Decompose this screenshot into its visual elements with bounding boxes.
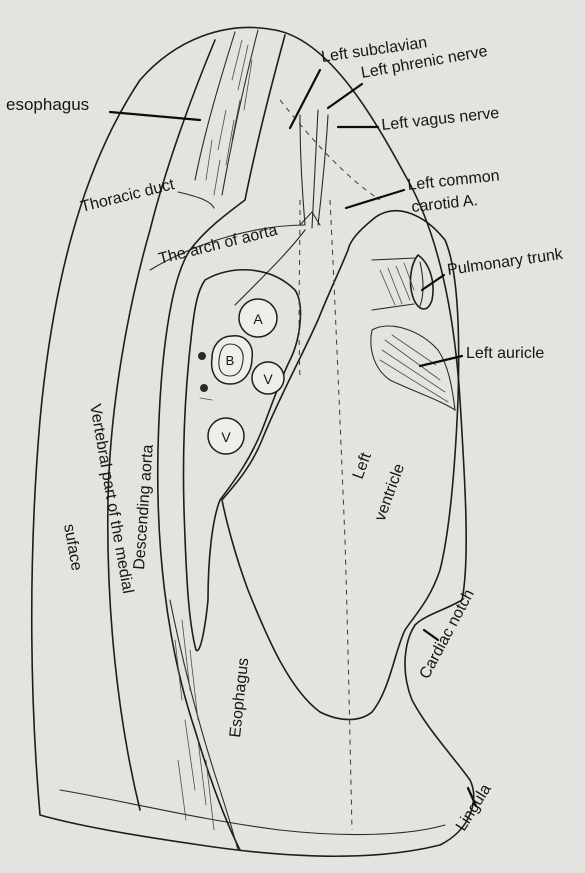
- left-phrenic-vessel: [312, 110, 318, 228]
- label-esophagus-top: esophagus: [6, 95, 89, 114]
- thoracic-duct-pointer: [178, 192, 214, 208]
- label-pulmonary-trunk: Pulmonary trunk: [446, 246, 565, 279]
- lymph-node-stipple: [200, 398, 212, 400]
- label-thoracic-duct: Thoracic duct: [79, 176, 177, 216]
- label-left-ventricle-1: Left: [350, 450, 375, 481]
- label-esophagus-bottom: Esophagus: [227, 657, 252, 738]
- esophagus-upper-hatching: [206, 40, 252, 195]
- label-descending-aorta: Descending aorta: [131, 444, 157, 570]
- leader-left-common-carotid: [346, 190, 404, 208]
- descending-aorta-groove-left: [108, 40, 215, 810]
- apex-vessel-wedge: [300, 212, 320, 225]
- label-left-vagus-nerve: Left vagus nerve: [381, 105, 501, 134]
- left-subclavian-vessel: [300, 115, 305, 225]
- leader-left-auricle: [420, 356, 462, 366]
- base-inner-rim: [60, 790, 445, 835]
- label-vertebral-part-2: suface: [60, 523, 85, 572]
- lymph-node-dot-1: [198, 352, 206, 360]
- leader-left-subclavian: [290, 70, 320, 128]
- pulmonary-trunk-inner: [420, 262, 423, 306]
- hilum-vein-upper-label: V: [263, 371, 273, 387]
- left-auricle-hatching: [380, 335, 448, 402]
- apex-dashed-boundary: [280, 100, 380, 200]
- left-auricle-shape: [371, 326, 455, 410]
- label-arch-of-aorta: The arch of aorta: [157, 222, 279, 268]
- ventricle-dashed-line-2: [299, 200, 300, 380]
- lymph-node-dot-2: [200, 384, 208, 392]
- label-left-common-carotid-2: carotid A.: [411, 192, 479, 216]
- left-vagus-vessel: [318, 115, 328, 225]
- label-left-auricle: Left auricle: [466, 345, 544, 362]
- hilum-artery-label: A: [253, 311, 263, 327]
- hilum-bronchus-label: B: [226, 353, 235, 368]
- label-left-common-carotid-1: Left common: [407, 167, 501, 194]
- ventricle-dashed-line-1: [330, 200, 352, 830]
- esophagus-upper-band-right: [222, 30, 258, 195]
- label-vertebral-part-1: Vertebral part of the medial: [86, 403, 136, 595]
- hilum-vein-lower-label: V: [221, 429, 231, 445]
- pulmonary-trunk-hatching: [380, 263, 414, 305]
- label-left-ventricle-2: ventricle: [372, 461, 408, 523]
